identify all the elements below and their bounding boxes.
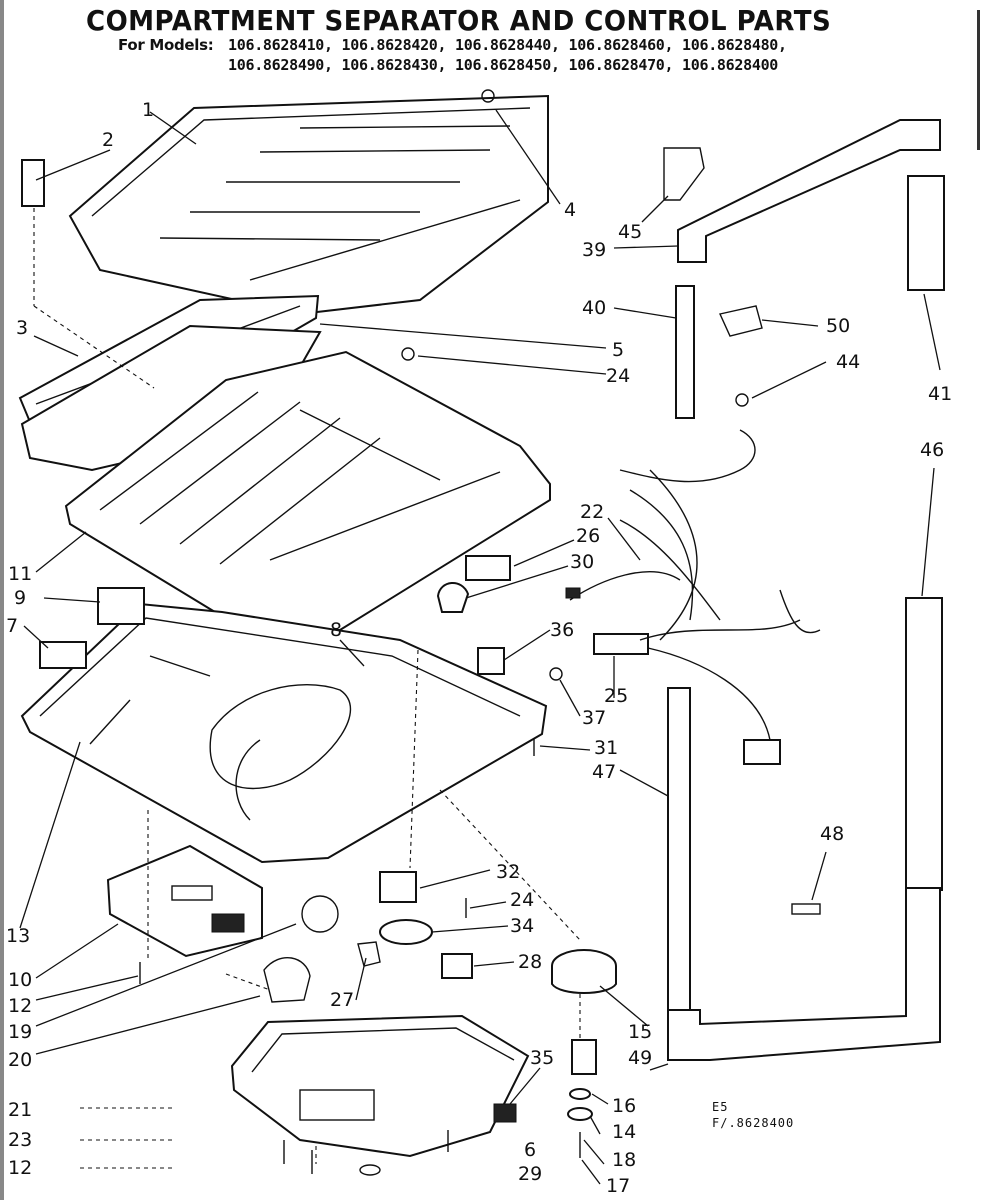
callout-44: 44 (836, 351, 861, 373)
part-control-knob (551, 949, 617, 1121)
callout-5: 5 (612, 339, 625, 361)
callout-20: 20 (8, 1049, 33, 1071)
scan-edge-mark (977, 10, 980, 150)
callout-45: 45 (618, 221, 643, 243)
part-light-housing (106, 844, 263, 958)
scan-edge (0, 0, 4, 1200)
callout-18: 18 (612, 1149, 637, 1171)
part-switches-and-thermostat (39, 555, 517, 1123)
part-control-housing (230, 895, 530, 1158)
callout-27: 27 (330, 989, 355, 1011)
callout-11: 11 (8, 563, 33, 585)
callout-3: 3 (16, 317, 29, 339)
footnote-code: E5 (712, 1100, 729, 1114)
callout-12: 12 (8, 995, 33, 1017)
footnote-part-number: F/.8628400 (712, 1116, 795, 1130)
callout-36: 36 (550, 619, 575, 641)
callout-49: 49 (628, 1047, 653, 1069)
callout-25: 25 (604, 685, 629, 707)
callout-47: 47 (592, 761, 617, 783)
callout-12-lower: 12 (8, 1157, 33, 1179)
callout-41: 41 (928, 383, 953, 405)
callout-37: 37 (582, 707, 607, 729)
callout-50: 50 (826, 315, 851, 337)
callout-2: 2 (102, 129, 115, 151)
models-label: For Models: (118, 36, 214, 54)
callout-46: 46 (920, 439, 945, 461)
part-middle-cover (64, 350, 551, 632)
callout-39: 39 (582, 239, 607, 261)
callout-26: 26 (576, 525, 601, 547)
callout-24-lower: 24 (510, 889, 535, 911)
callout-32: 32 (496, 861, 521, 883)
callout-1: 1 (142, 99, 155, 121)
leader-lines (19, 109, 941, 1185)
callout-24: 24 (606, 365, 631, 387)
callout-4: 4 (564, 199, 577, 221)
part-fasteners (21, 89, 749, 1176)
callout-28: 28 (518, 951, 543, 973)
page-title: COMPARTMENT SEPARATOR AND CONTROL PARTS (86, 4, 832, 37)
callout-21: 21 (8, 1099, 33, 1121)
callout-34: 34 (510, 915, 535, 937)
part-bottom-pan (20, 602, 548, 864)
part-gasket-and-trim (663, 119, 945, 1061)
callout-23: 23 (8, 1129, 33, 1151)
callout-9: 9 (14, 587, 27, 609)
callout-22: 22 (580, 501, 605, 523)
callout-48: 48 (820, 823, 845, 845)
callout-29: 29 (518, 1163, 543, 1185)
dashed-alignment-lines (33, 208, 581, 1169)
models-list-row-2: 106.8628490, 106.8628430, 106.8628450, 1… (228, 56, 779, 74)
callout-13: 13 (6, 925, 31, 947)
callout-10: 10 (8, 969, 33, 991)
callout-40: 40 (582, 297, 607, 319)
callout-6: 6 (524, 1139, 537, 1161)
callout-15: 15 (628, 1021, 653, 1043)
part-wiring-harness (565, 429, 821, 765)
part-top-cover (68, 94, 549, 316)
callout-8: 8 (330, 619, 343, 641)
callout-16: 16 (612, 1095, 637, 1117)
callout-30: 30 (570, 551, 595, 573)
callout-19: 19 (8, 1021, 33, 1043)
callout-14: 14 (612, 1121, 637, 1143)
callout-35: 35 (530, 1047, 555, 1069)
callout-17: 17 (606, 1175, 631, 1197)
callout-31: 31 (594, 737, 619, 759)
callout-7: 7 (6, 615, 19, 637)
models-list-row-1: 106.8628410, 106.8628420, 106.8628440, 1… (228, 36, 787, 54)
